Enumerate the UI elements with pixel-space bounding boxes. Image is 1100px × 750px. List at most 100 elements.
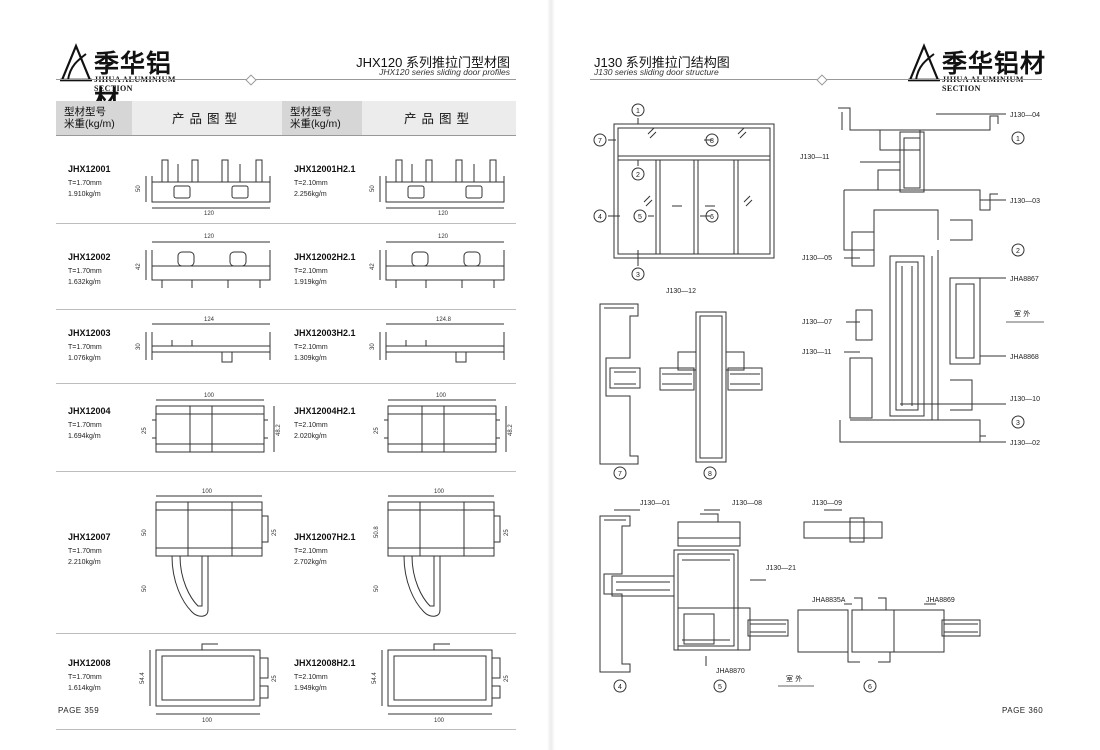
- detail-5: 5: [718, 684, 722, 691]
- detail-numbers: 1 2 3 4 5 6 7 8: [618, 136, 1020, 691]
- profile-weight: 1.949kg/m: [294, 685, 327, 692]
- dimension-label: 50: [142, 529, 148, 536]
- profile-code: JHX12008H2.1: [294, 658, 356, 668]
- elevation-callouts: 1 2 3 4 5 6 7 8: [598, 108, 714, 279]
- profile-thickness: T=1.70mm: [68, 422, 102, 429]
- dimension-label: 25: [272, 529, 278, 536]
- dimension-label: 100: [204, 393, 215, 399]
- right-rule-marker: [816, 74, 828, 86]
- dimension-label: 42: [370, 263, 376, 270]
- right-header-rule: [590, 79, 1042, 80]
- profile-weight: 1.309kg/m: [294, 355, 327, 362]
- col-header-profile: 产品图型: [171, 112, 242, 126]
- page-gutter: [547, 0, 555, 750]
- dimension-label: 25: [504, 675, 510, 682]
- detail-1: 1: [1016, 136, 1020, 143]
- vertical-section: [838, 107, 999, 443]
- profile-thickness: T=2.10mm: [294, 422, 328, 429]
- profile-weight: 1.076kg/m: [68, 355, 101, 362]
- label-j130-21: J130—21: [766, 565, 796, 572]
- label-j130-07: J130—07: [802, 319, 832, 326]
- profile-thickness: T=1.70mm: [68, 268, 102, 275]
- profile-code: JHX12004H2.1: [294, 406, 356, 416]
- profile-thickness: T=1.70mm: [68, 548, 102, 555]
- profile-drawing: 100 25 48.2: [142, 393, 282, 453]
- profile-thickness: T=2.10mm: [294, 548, 328, 555]
- right-page-subtitle: J130 series sliding door structure: [594, 67, 719, 77]
- callout-8: 8: [710, 138, 714, 145]
- profile-code: JHX12007H2.1: [294, 532, 356, 542]
- dimension-label: 124: [204, 317, 215, 323]
- section-7: [599, 303, 641, 465]
- outdoor-label: 室 外: [1014, 309, 1030, 318]
- dimension-label: 42: [136, 263, 142, 270]
- dimension-label: 30: [136, 343, 142, 350]
- label-jha8835a: JHA8835A: [812, 597, 846, 604]
- profile-drawing: 100 50 25 50: [142, 489, 278, 617]
- col-header-model-2: 型材型号: [290, 106, 332, 118]
- dimension-label: 100: [436, 393, 447, 399]
- brand-emblem-icon: [60, 43, 92, 82]
- col-header-model: 型材型号: [64, 106, 106, 118]
- label-j130-04: J130—04: [1010, 112, 1040, 119]
- callout-4: 4: [598, 214, 602, 221]
- label-j130-01: J130—01: [640, 500, 670, 507]
- profile-weight: 1.919kg/m: [294, 279, 327, 286]
- dimension-label: 100: [202, 718, 213, 724]
- callout-1: 1: [636, 108, 640, 115]
- table-header: 型材型号米重(kg/m) 产品图型 型材型号米重(kg/m) 产品图型: [56, 101, 516, 136]
- brand-emblem-icon: [908, 43, 940, 82]
- profile-thickness: T=2.10mm: [294, 268, 328, 275]
- label-jha8870: JHA8870: [716, 668, 745, 675]
- profile-weight: 2.702kg/m: [294, 559, 327, 566]
- label-j130-02: J130—02: [1010, 440, 1040, 447]
- dimension-label: 120: [438, 234, 449, 240]
- section-5-6: [673, 513, 981, 663]
- profile-weight: 2.210kg/m: [68, 559, 101, 566]
- profile-drawing: 50 120: [370, 159, 505, 217]
- dimension-label: 120: [438, 211, 449, 217]
- profile-code: JHX12004: [68, 406, 111, 416]
- col-header-profile-2: 产品图型: [403, 112, 474, 126]
- label-j130-11: J130—11: [800, 154, 830, 161]
- dimension-label: 50.8: [374, 526, 380, 538]
- door-elevation: [613, 123, 775, 259]
- dimension-label: 25: [272, 675, 278, 682]
- dimension-label: 25: [374, 427, 380, 434]
- label-j130-09: J130—09: [812, 500, 842, 507]
- profile-drawing: 120 42: [136, 234, 271, 288]
- dimension-label: 100: [202, 489, 213, 495]
- dimension-label: 30: [370, 343, 376, 350]
- brand-name-zh: 季华铝材: [94, 49, 173, 114]
- label-j130-05: J130—05: [802, 255, 832, 262]
- profile-thickness: T=1.70mm: [68, 180, 102, 187]
- label-j130-12: J130—12: [666, 288, 696, 295]
- dimension-label: 25: [142, 427, 148, 434]
- left-page-title: JHX120 系列推拉门型材图: [356, 55, 510, 70]
- callout-7: 7: [598, 138, 602, 145]
- detail-2: 2: [1016, 248, 1020, 255]
- label-j130-08: J130—08: [732, 500, 762, 507]
- label-jha8867: JHA8867: [1010, 276, 1039, 283]
- profile-weight: 1.910kg/m: [68, 191, 101, 198]
- callout-3: 3: [636, 272, 640, 279]
- outdoor-label-bottom: 室 外: [786, 674, 802, 683]
- label-j130-10: J130—10: [1010, 396, 1040, 403]
- profile-weight: 1.632kg/m: [68, 279, 101, 286]
- profile-thickness: T=1.70mm: [68, 674, 102, 681]
- profile-code: JHX12003: [68, 328, 111, 338]
- left-rule-marker: [245, 74, 257, 86]
- detail-4: 4: [618, 684, 622, 691]
- callout-6: 6: [710, 214, 714, 221]
- right-page-number: PAGE 360: [1002, 706, 1044, 715]
- dimension-label: 50: [136, 185, 142, 192]
- profile-code: JHX12002H2.1: [294, 252, 356, 262]
- profile-drawing: 124.8 30: [370, 317, 505, 363]
- callout-5: 5: [638, 214, 642, 221]
- profile-spec-table: 型材型号米重(kg/m) 产品图型 型材型号米重(kg/m) 产品图型 JHX1…: [56, 101, 516, 730]
- dimension-label: 50: [370, 185, 376, 192]
- profile-thickness: T=2.10mm: [294, 180, 328, 187]
